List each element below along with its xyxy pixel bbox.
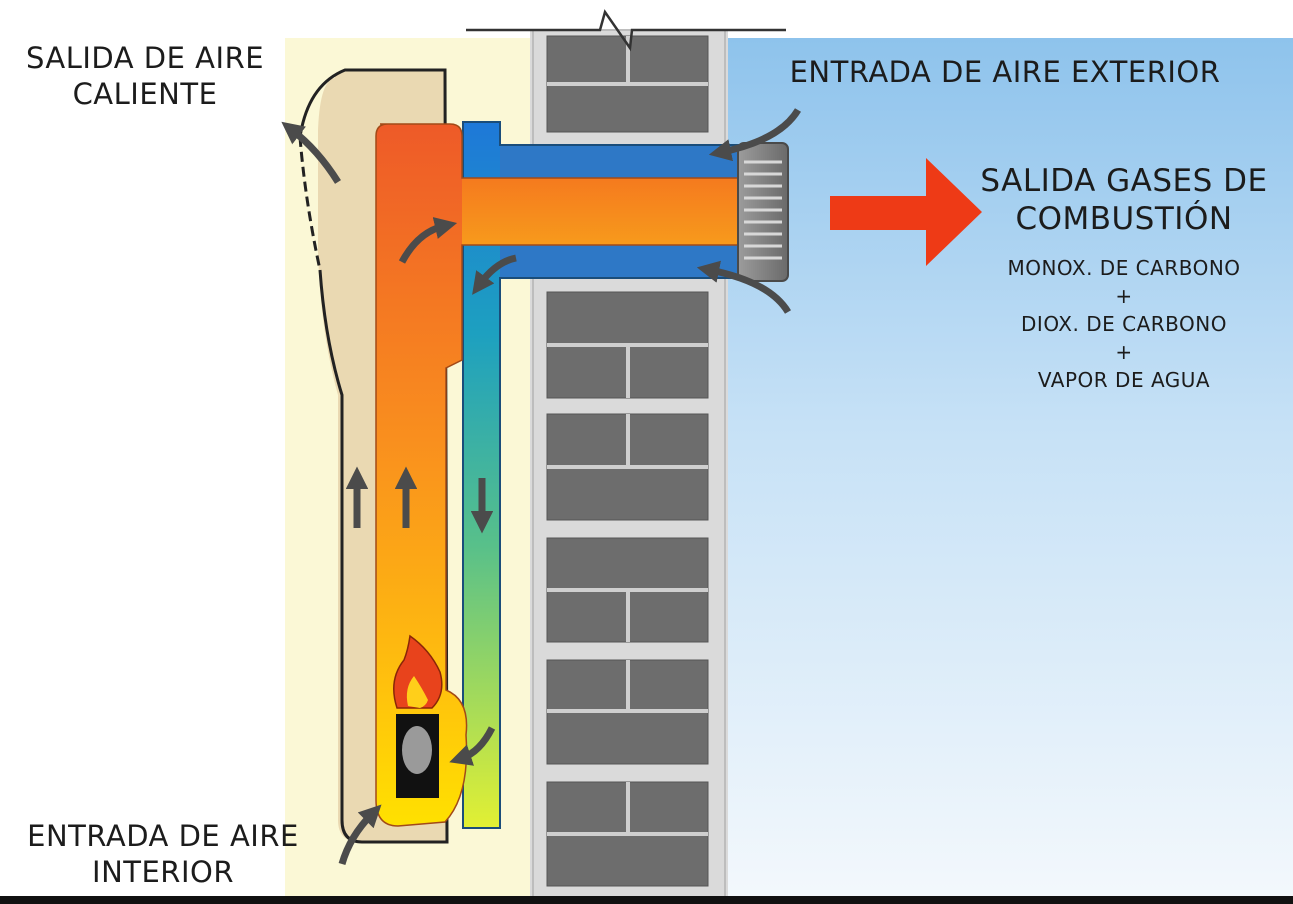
burner — [393, 634, 443, 798]
combustion-gases-out-label: SALIDA GASES DE COMBUSTIÓN — [968, 162, 1280, 238]
outside-air-top-arrow-icon — [708, 108, 802, 162]
gas-components-list: MONOX. DE CARBONO + DIOX. DE CARBONO + V… — [980, 254, 1268, 394]
floor-line — [0, 896, 1293, 904]
outside-air-in-label: ENTRADA DE AIRE EXTERIOR — [789, 55, 1221, 89]
appliance-casing-outline — [298, 68, 449, 844]
hot-air-out-line-1: SALIDA DE AIRE — [25, 41, 265, 75]
exterior-background — [720, 38, 1293, 898]
hot-air-out-line-2: CALIENTE — [72, 77, 218, 111]
inside-air-in-line-1: ENTRADA DE AIRE — [27, 819, 299, 853]
inside-air-in-arrow-icon — [338, 804, 382, 866]
hot-air-out-arrow-icon — [281, 121, 341, 184]
inside-air-in-line-2: INTERIOR — [92, 855, 234, 889]
outside-air-bottom-arrow-icon — [696, 260, 792, 314]
flow-arrows — [281, 108, 802, 866]
flame-icon — [393, 634, 443, 709]
combustion-gases-line-2: COMBUSTIÓN — [1015, 201, 1233, 237]
gas-component-plus-2: + — [1115, 340, 1133, 364]
exhaust-arrow-icon — [830, 158, 982, 266]
wall-break-line — [466, 9, 786, 52]
combustion-gases-line-1: SALIDA GASES DE — [980, 163, 1268, 199]
burner-air-arrow-icon — [449, 726, 496, 766]
cold-duct-turn-arrow-icon — [472, 254, 517, 295]
inside-air-in-label: ENTRADA DE AIRE INTERIOR — [6, 818, 320, 890]
hot-air-out-label: SALIDA DE AIRE CALIENTE — [8, 40, 282, 112]
gas-component-co: MONOX. DE CARBONO — [1007, 256, 1241, 280]
gas-component-co2: DIOX. DE CARBONO — [1021, 312, 1227, 336]
gas-component-water-vapor: VAPOR DE AGUA — [1037, 368, 1211, 392]
vent-terminal — [737, 142, 789, 282]
flue-turn-arrow-icon — [398, 217, 458, 264]
gas-component-plus-1: + — [1115, 284, 1133, 308]
